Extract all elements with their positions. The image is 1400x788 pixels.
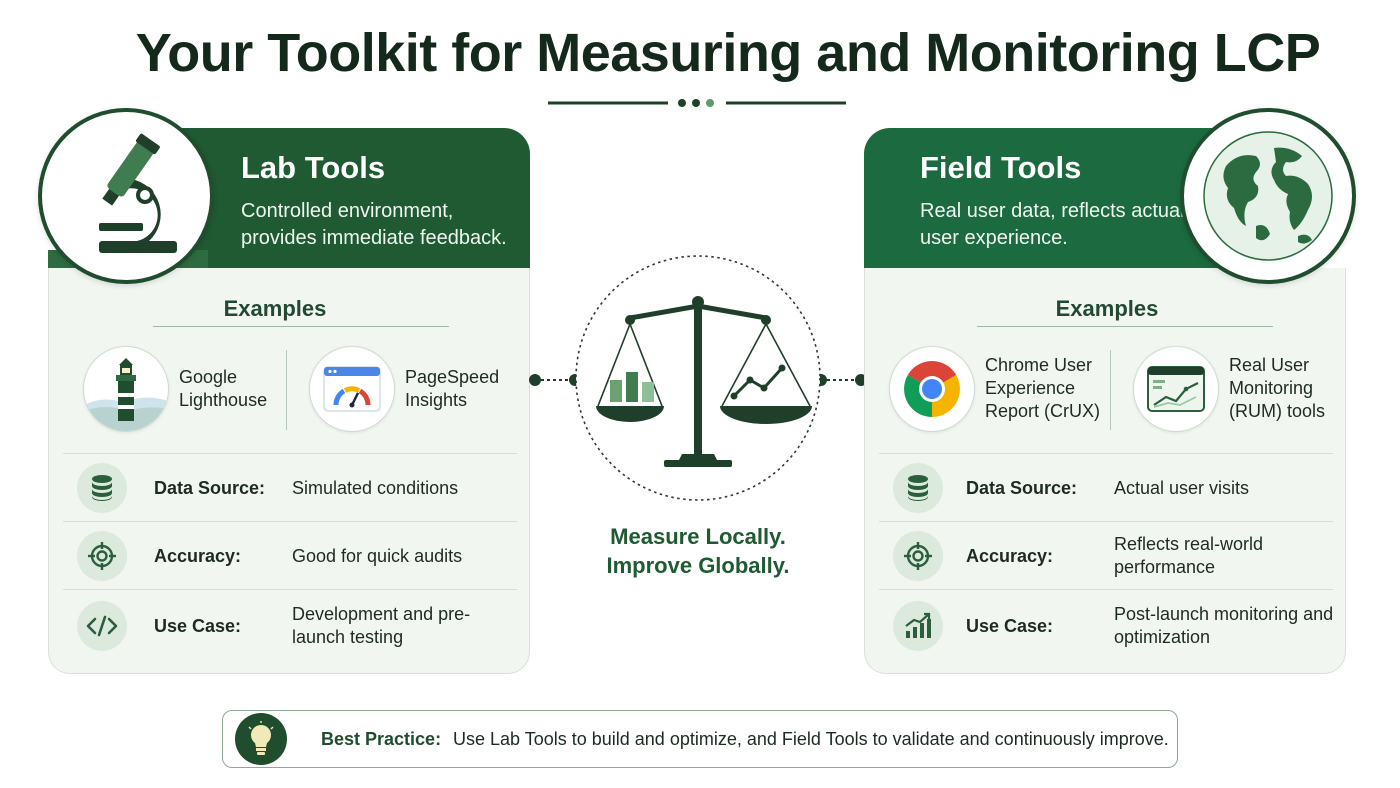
title-divider: [548, 99, 846, 107]
row-label: Use Case:: [154, 615, 242, 636]
row-label: Use Case:: [966, 615, 1054, 636]
example-pagespeed: PageSpeed Insights: [309, 346, 519, 434]
row-value: Post-launch monitoring and optimization: [1114, 604, 1334, 647]
row-value: Actual user visits: [1114, 477, 1250, 498]
best-practice-banner: Best Practice: Use Lab Tools to build an…: [222, 710, 1178, 768]
database-icon: [893, 463, 943, 513]
crux-label: Chrome User Experience Report (CrUX): [985, 355, 1101, 421]
chrome-icon: [889, 346, 975, 432]
lighthouse-icon: [83, 346, 169, 432]
field-examples-rule: [977, 326, 1273, 327]
row-value: Reflects real-world performance: [1114, 534, 1264, 577]
field-examples-title: Examples: [1055, 296, 1159, 321]
field-tools-description: Real user data, reflects actual user exp…: [920, 200, 1185, 249]
lab-tools-description: Controlled environment, provides immedia…: [241, 200, 507, 249]
pagespeed-label: PageSpeed Insights: [405, 367, 500, 410]
row-value: Good for quick audits: [292, 545, 463, 566]
center-tagline: Measure Locally. Improve Globally.: [606, 524, 790, 578]
monitoring-dashboard-icon: [1133, 346, 1219, 432]
lab-row-use-case: Use Case: Development and pre-launch tes…: [63, 589, 517, 662]
lab-tools-title: Lab Tools: [241, 150, 386, 185]
globe-icon: [1180, 108, 1356, 284]
row-label: Accuracy:: [966, 545, 1054, 566]
microscope-icon: [38, 108, 214, 284]
lab-row-accuracy: Accuracy: Good for quick audits: [63, 521, 517, 590]
speed-gauge-icon: [309, 346, 395, 432]
page-title: Your Toolkit for Measuring and Monitorin…: [135, 23, 1321, 83]
lab-tools-panel: Lab Tools Controlled environment, provid…: [38, 108, 530, 675]
field-tools-body: Examples Chrome User Experience Report (…: [864, 268, 1346, 674]
field-row-data-source: Data Source: Actual user visits: [879, 453, 1333, 522]
code-icon: [77, 601, 127, 651]
lighthouse-label: Google Lighthouse: [179, 367, 268, 410]
row-label: Data Source:: [966, 477, 1078, 498]
row-label: Accuracy:: [154, 545, 242, 566]
row-value: Development and pre-launch testing: [292, 604, 471, 647]
lab-examples-rule: [153, 326, 449, 327]
lab-tools-body: Examples Google Lighthouse: [48, 250, 530, 674]
best-practice-label: Best Practice:: [321, 728, 442, 749]
field-tools-panel: Field Tools Real user data, reflects act…: [864, 108, 1356, 675]
field-row-accuracy: Accuracy: Reflects real-world performanc…: [879, 521, 1333, 590]
row-value: Simulated conditions: [292, 477, 459, 498]
lightbulb-icon: [235, 713, 287, 765]
lab-row-data-source: Data Source: Simulated conditions: [63, 453, 517, 522]
database-icon: [77, 463, 127, 513]
field-row-use-case: Use Case: Post-launch monitoring and opt…: [879, 589, 1333, 662]
field-tools-header: Field Tools Real user data, reflects act…: [864, 128, 1224, 270]
lab-examples-title: Examples: [223, 296, 327, 321]
balance-scale-icon: [575, 255, 821, 501]
example-lighthouse: Google Lighthouse: [83, 346, 283, 434]
lab-tools-header: Lab Tools Controlled environment, provid…: [168, 128, 530, 270]
example-rum: Real User Monitoring (RUM) tools: [1133, 346, 1343, 434]
best-practice-text: Use Lab Tools to build and optimize, and…: [453, 728, 1169, 749]
target-icon: [893, 531, 943, 581]
row-label: Data Source:: [154, 477, 266, 498]
example-divider: [1110, 350, 1111, 430]
growth-chart-icon: [893, 601, 943, 651]
example-divider: [286, 350, 287, 430]
target-icon: [77, 531, 127, 581]
rum-label: Real User Monitoring (RUM) tools: [1229, 355, 1326, 421]
field-tools-title: Field Tools: [920, 150, 1082, 185]
example-crux: Chrome User Experience Report (CrUX): [889, 346, 1109, 434]
